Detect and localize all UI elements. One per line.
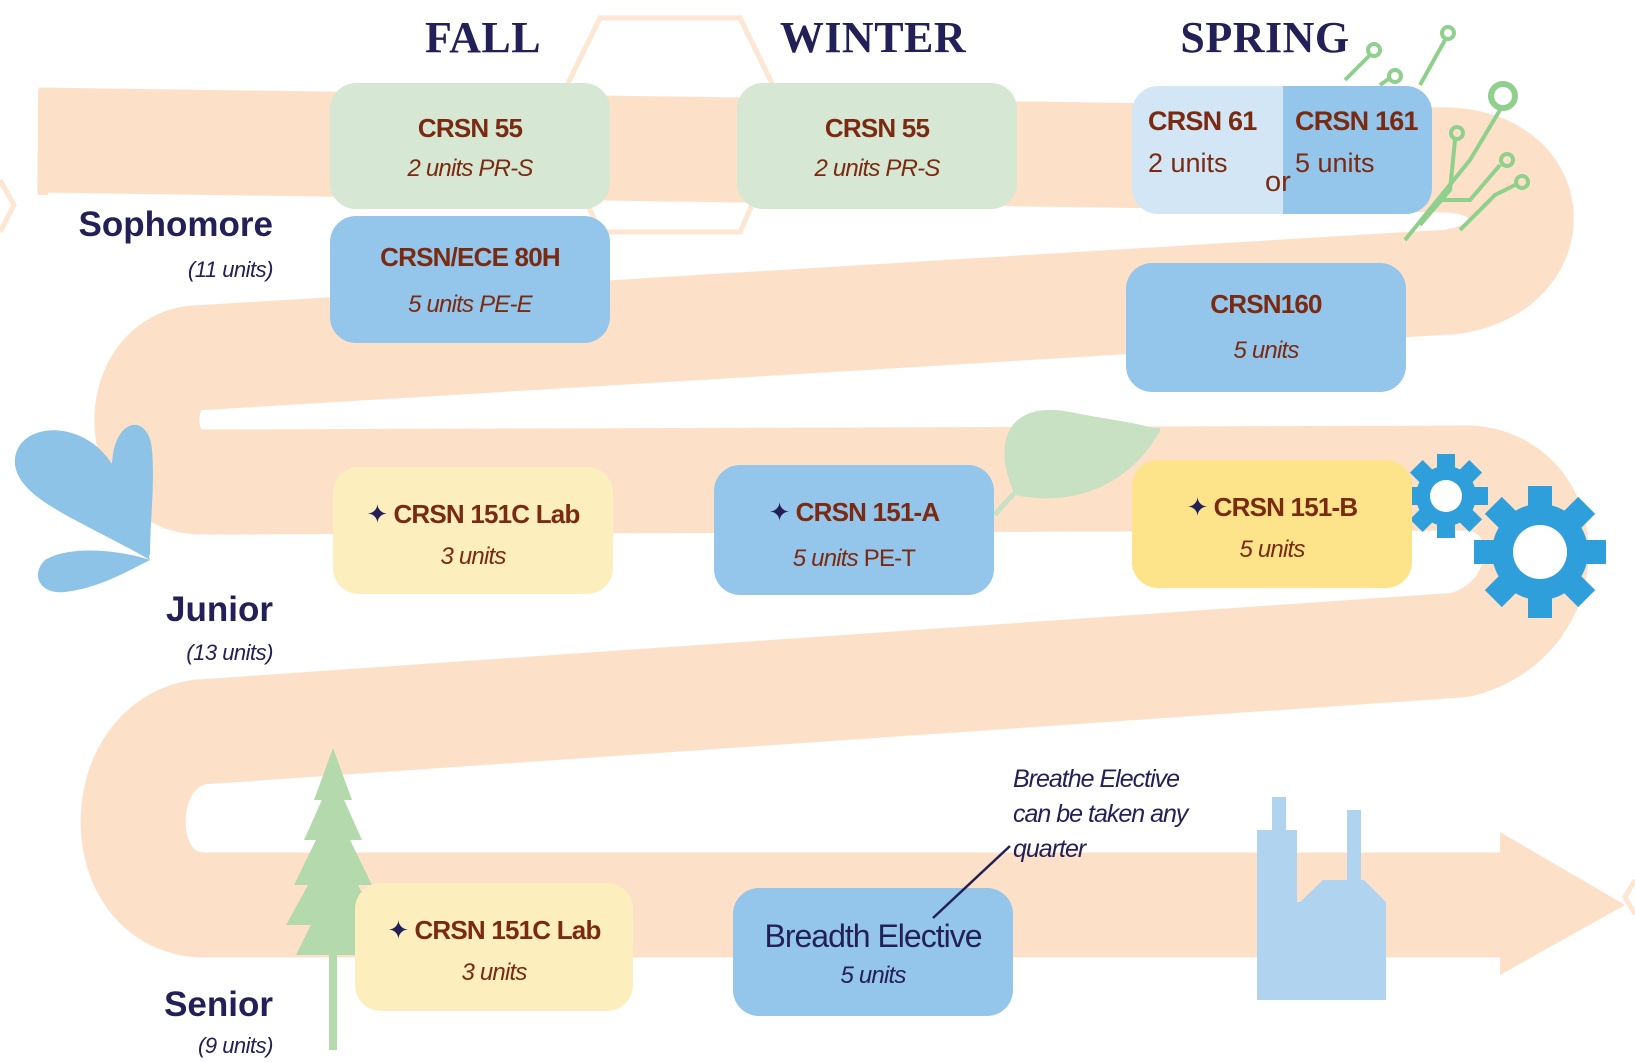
course-units: 5 units [1239, 536, 1305, 563]
course-card-crsn-151b: ✦CRSN 151-B 5 units [1132, 460, 1412, 588]
leaf-icon [993, 409, 1161, 517]
course-units: 2 units PR-S [814, 155, 940, 182]
course-title: CRSN160 [1210, 289, 1322, 319]
right-edge-outline [1622, 878, 1635, 916]
course-title: ✦CRSN 151-A [714, 497, 994, 528]
course-units: 2 units PR-S [407, 155, 533, 182]
year-sophomore-units: (11 units) [187, 257, 274, 282]
course-card-crsn-61-or-161: CRSN 61 2 units CRSN 161 5 units or [1132, 86, 1432, 214]
year-junior-units: (13 units) [186, 640, 273, 665]
course-title-text: CRSN 151-B [1213, 492, 1359, 522]
course-title: CRSN 55 [417, 113, 523, 143]
course-units-italic: 5 units [792, 545, 859, 572]
course-title: CRSN 161 [1295, 106, 1418, 136]
course-units: 5 units [1233, 337, 1299, 364]
course-units: 2 units [1148, 148, 1228, 178]
year-sophomore: Sophomore [78, 205, 273, 244]
year-senior-units: (9 units) [198, 1033, 273, 1058]
course-title: CRSN/ECE 80H [380, 242, 560, 272]
year-senior: Senior [164, 985, 273, 1024]
course-title-text: CRSN 151C Lab [393, 499, 580, 529]
course-card-crsn-151c-lab-junior: ✦CRSN 151C Lab 3 units [333, 467, 613, 594]
circuit-icon [1343, 25, 1530, 242]
course-title: Breadth Elective [764, 918, 982, 954]
course-units: 5 units [1295, 148, 1375, 178]
course-title-text: CRSN 151C Lab [414, 915, 601, 945]
course-units: 5 units [840, 962, 906, 989]
season-fall: FALL [424, 13, 542, 62]
course-card-crsn160: CRSN160 5 units [1126, 263, 1406, 392]
course-title: ✦CRSN 151-B [1132, 492, 1412, 523]
gear-icon [1404, 454, 1606, 618]
elective-note: Breathe Elective can be taken any quarte… [1013, 762, 1213, 867]
elective-note-line-3: quarter [1013, 835, 1086, 863]
star-icon: ✦ [768, 497, 791, 527]
course-units: 5 units PE-T [714, 545, 994, 573]
elective-note-line-1: Breathe Elective [1013, 765, 1180, 793]
or-label: or [1265, 166, 1291, 198]
course-card-crsn-151a: ✦CRSN 151-A 5 units PE-T [714, 465, 994, 595]
course-card-crsn-55-winter: CRSN 55 2 units PR-S [737, 83, 1017, 209]
course-units: 3 units [440, 543, 506, 570]
course-units: 3 units [461, 959, 527, 986]
factory-icon [1257, 797, 1386, 1000]
course-card-crsn-ece-80h: CRSN/ECE 80H 5 units PE-E [330, 216, 610, 343]
course-units-suffix: PE-T [857, 545, 916, 572]
water-splash-icon [14, 424, 153, 593]
star-icon: ✦ [1186, 492, 1209, 522]
year-junior: Junior [166, 590, 273, 629]
course-units: 5 units PE-E [408, 291, 533, 318]
star-icon: ✦ [387, 915, 409, 945]
course-card-breadth-elective: Breadth Elective 5 units [733, 888, 1013, 1016]
season-spring: SPRING [1180, 13, 1350, 62]
course-card-crsn-151c-lab-senior: ✦CRSN 151C Lab 3 units [355, 883, 633, 1011]
road-start [38, 90, 48, 195]
course-title: ✦CRSN 151C Lab [355, 915, 633, 946]
season-winter: WINTER [779, 13, 967, 62]
course-card-crsn-161: CRSN 161 5 units [1283, 86, 1432, 214]
course-title: ✦CRSN 151C Lab [333, 499, 613, 530]
elective-note-line-2: can be taken any [1013, 800, 1188, 828]
left-edge-outline [0, 178, 17, 234]
road-path [37, 87, 1589, 958]
road-arrow-head [1500, 832, 1625, 975]
course-title-text: CRSN 151-A [795, 497, 941, 527]
course-title: CRSN 61 [1148, 106, 1257, 136]
course-card-crsn-55-fall: CRSN 55 2 units PR-S [330, 83, 610, 209]
course-title: CRSN 55 [824, 113, 930, 143]
course-card-crsn-61: CRSN 61 2 units [1132, 86, 1283, 214]
star-icon: ✦ [366, 499, 388, 529]
